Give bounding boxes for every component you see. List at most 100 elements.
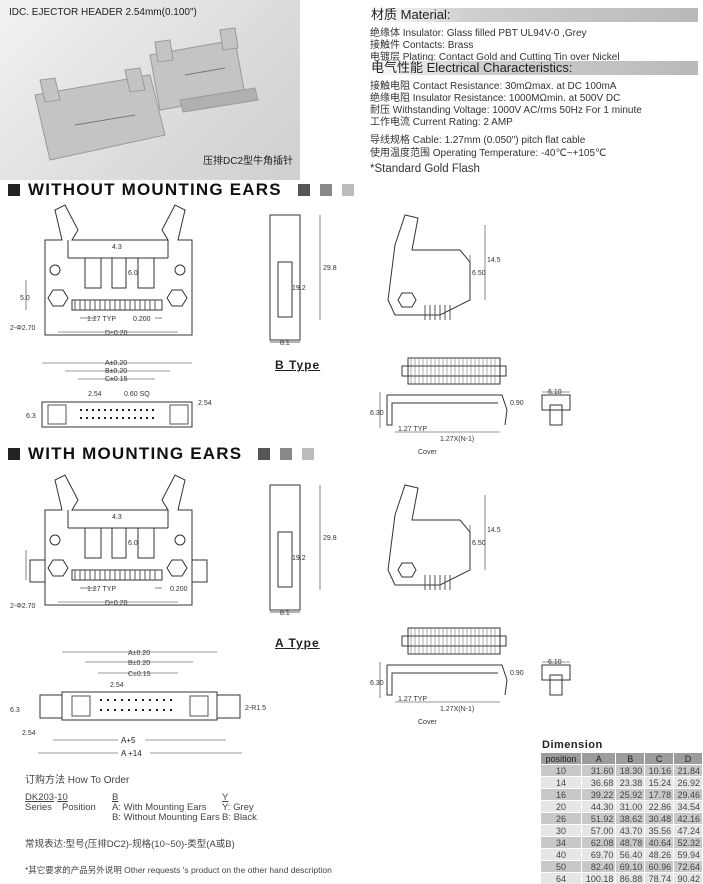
order-title: 订购方法 How To Order [25,775,130,786]
dimension-cell: 90.42 [674,873,702,884]
dim-label: 0.200 [170,586,188,593]
dimension-cell: 69.70 [582,849,616,860]
dim-label: D±0.20 [105,600,128,607]
dimension-cell: 22.86 [645,801,674,812]
dimension-cell: 31.60 [582,765,616,776]
decor-square [341,184,354,196]
dimension-title: Dimension [542,739,603,751]
dim-label: 14.5 [487,257,501,264]
dim-label: 6.0 [128,270,138,277]
spec-line: 工作电流 Current Rating: 2 AMP [370,117,513,128]
dimension-cell: 69.10 [616,861,645,872]
dimension-cell: 82.40 [582,861,616,872]
side-view-drawing [269,214,321,343]
dim-label: 29.8 [323,535,337,542]
column-header: A [582,753,616,764]
dimension-cell: 47.24 [674,825,702,836]
dim-label: 0.200 [133,316,151,323]
dimension-cell: 34.54 [674,801,702,812]
dimension-cell: 56.40 [616,849,645,860]
dim-label-a-plus-5: A+5 [121,736,136,745]
dim-label: 6.0 [128,540,138,547]
dim-label: B±0.20 [105,368,127,375]
dim-label: Cover [418,449,437,456]
top-view-b-drawing [41,362,193,428]
position-cell: 34 [541,837,582,848]
dim-label: 2.54 [22,730,36,737]
top-view-a-drawing [38,651,242,754]
column-header: D [674,753,702,764]
dim-label: 1.27 TYP [87,586,116,593]
dim-label: 6.3 [26,413,36,420]
dim-label: 6.50 [472,540,486,547]
position-cell: 26 [541,813,582,824]
spec-line: 使用温度范围 Operating Temperature: -40℃~+105℃ [370,148,607,159]
cover-drawing [379,627,571,703]
dim-label: 6.3 [10,707,20,714]
decor-square [258,448,271,460]
dimension-cell: 29.46 [674,789,702,800]
dimension-cell: 36.68 [582,777,616,788]
code-dash: - [54,792,58,803]
series-code: DK203 [25,792,55,803]
dimension-cell: 17.78 [645,789,674,800]
spec-line: 电镀层 Plating: Contact Gold and Cutting Ti… [370,52,620,63]
b-type-label: B Type [275,358,321,372]
type-b-option: B: Without Mounting Ears [112,812,220,823]
order-expression: 常规表达:型号(压排DC2)-规格(10~50)-类型(A或B) [25,839,235,850]
dimension-cell: 100.18 [582,873,616,884]
position-cell: 16 [541,789,582,800]
connector-photo-illustration [34,27,259,161]
dim-label: Cover [418,719,437,726]
dimension-cell: 48.26 [645,849,674,860]
dimension-cell: 30.48 [645,813,674,824]
dimension-cell: 40.64 [645,837,674,848]
decor-square [302,448,315,460]
dim-label-a-plus-14: A +14 [121,749,142,758]
front-view-drawing [25,474,193,606]
column-header: B [616,753,645,764]
position-cell: 14 [541,777,582,788]
material-heading: 材质 Material: [368,8,698,22]
color-code: Y [222,792,229,803]
position-cell: 10 [541,765,582,776]
dim-label: 1.27 TYP [398,426,427,433]
dimension-cell: 35.56 [645,825,674,836]
side-view-drawing [269,484,321,613]
dimension-cell: 59.94 [674,849,702,860]
dimension-cell: 15.24 [645,777,674,788]
dim-label: 6.30 [370,680,384,687]
section-heading-without-ears: WITHOUT MOUNTING EARS [8,180,354,199]
dim-label: 2.54 [198,400,212,407]
dimension-cell: 86.88 [616,873,645,884]
electrical-heading: 电气性能 Electrical Characteristics: [368,61,698,75]
dimension-cell: 26.92 [674,777,702,788]
decor-square [280,448,293,460]
section-title: WITHOUT MOUNTING EARS [28,180,282,199]
photo-title: IDC. EJECTOR HEADER 2.54mm(0.100") [9,7,197,18]
front-view-drawing [25,204,193,336]
dim-label: 19.2 [292,555,306,562]
column-header: position [541,753,582,764]
dim-label: 14.5 [487,527,501,534]
dimension-cell: 48.78 [616,837,645,848]
dim-label: D±0.20 [105,330,128,337]
product-photo: IDC. EJECTOR HEADER 2.54mm(0.100") 压排DC2… [0,0,300,180]
dimension-cell: 62.08 [582,837,616,848]
dim-label: 4.3 [112,514,122,521]
dim-label: 6.10 [548,659,562,666]
section-heading-with-ears: WITH MOUNTING EARS [8,444,315,463]
color-y-option: Y: Grey [222,802,254,813]
dimension-cell: 10.16 [645,765,674,776]
a-type-label: A Type [275,636,320,650]
position-code: 10 [57,792,68,803]
dimension-cell: 18.30 [616,765,645,776]
